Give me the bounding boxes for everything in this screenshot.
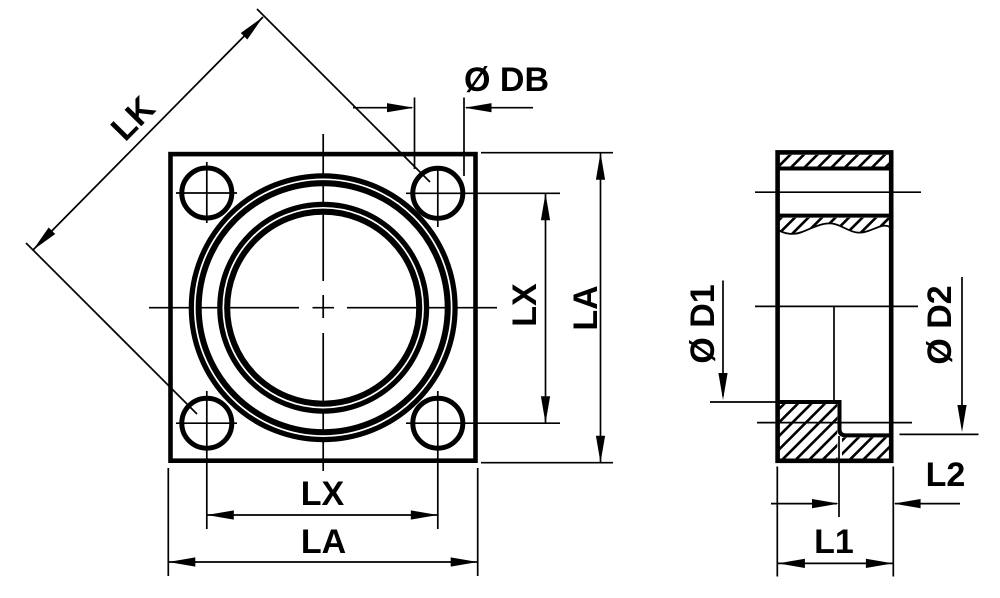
dim-db: Ø DB xyxy=(353,61,549,176)
dim-label-db: Ø DB xyxy=(464,61,549,99)
dim-d2: Ø D2 xyxy=(899,277,979,436)
front-view: LK Ø DB LX LA xyxy=(25,8,613,576)
hatch-block-left xyxy=(777,404,838,461)
dim-label-l2: L2 xyxy=(926,456,966,494)
recess-d2-edge xyxy=(837,400,892,438)
bolt-hole-top-left xyxy=(176,162,237,223)
la-bottom-extension-lines xyxy=(167,468,479,576)
lk-extension-line-top xyxy=(256,8,431,183)
side-view: Ø D1 Ø D2 L2 L1 xyxy=(684,150,979,577)
bolt-hole-top-right xyxy=(406,165,560,227)
la-vertical-extension-lines xyxy=(481,151,613,464)
dim-label-lk: LK xyxy=(104,89,163,148)
lk-dimension-line xyxy=(32,16,264,251)
main-centerlines xyxy=(149,134,497,471)
db-extension-lines xyxy=(413,97,465,176)
hatch-break-band xyxy=(777,217,892,234)
dim-la-vertical: LA xyxy=(481,151,613,464)
dim-lx-bottom: LX xyxy=(206,475,438,520)
dim-label-la-bottom: LA xyxy=(301,523,346,561)
dim-l2: L2 xyxy=(771,436,965,577)
section-hatching xyxy=(777,154,892,461)
bolt-hole-bottom-right xyxy=(406,391,560,529)
hatch-top-band xyxy=(777,154,892,167)
side-centerlines xyxy=(755,191,921,424)
dim-label-lx-bottom: LX xyxy=(301,475,345,513)
bore-circles xyxy=(188,173,458,443)
dim-d1: Ø D1 xyxy=(684,280,776,403)
bolt-hole-bottom-left xyxy=(176,391,237,529)
dim-la-bottom: LA xyxy=(167,468,479,576)
outer-ring-hairline xyxy=(193,178,453,437)
dim-lx-vertical: LX xyxy=(506,193,551,424)
hatch-block-right xyxy=(842,437,892,461)
dim-label-l1: L1 xyxy=(814,523,854,561)
inner-ring-hairline xyxy=(222,206,424,409)
section-edges xyxy=(775,166,893,438)
dim-l1: L1 xyxy=(776,466,894,577)
dim-label-d2: Ø D2 xyxy=(921,285,959,364)
dim-label-la-vertical: LA xyxy=(567,285,605,330)
l2-extension-lines xyxy=(838,436,895,577)
dim-label-lx-vertical: LX xyxy=(506,283,544,327)
lk-extension-line-bottom xyxy=(25,242,198,415)
dim-label-d1: Ø D1 xyxy=(684,284,722,363)
break-line xyxy=(777,222,893,235)
